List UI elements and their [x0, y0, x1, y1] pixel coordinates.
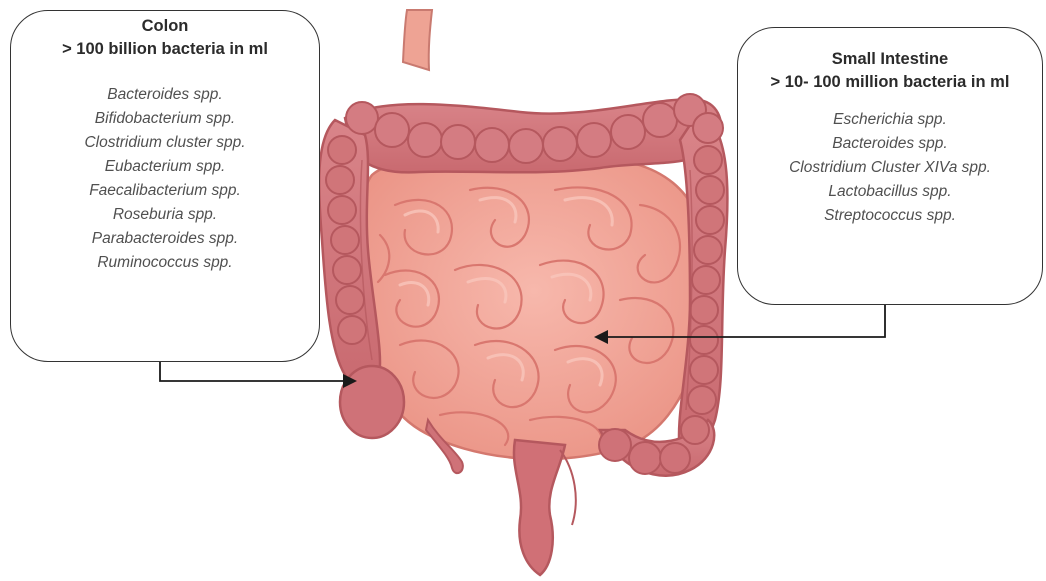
small-intestine-bacteria-list: Escherichia spp. Bacteroides spp. Clostr… — [738, 108, 1042, 228]
list-item: Roseburia spp. — [11, 203, 319, 227]
small-intestine — [362, 153, 706, 459]
colon-callout: Colon > 100 billion bacteria in ml Bacte… — [10, 10, 320, 362]
list-item: Parabacteroides spp. — [11, 227, 319, 251]
list-item: Eubacterium spp. — [11, 155, 319, 179]
list-item: Escherichia spp. — [738, 108, 1042, 132]
small-intestine-callout: Small Intestine > 10- 100 million bacter… — [737, 27, 1043, 305]
small-intestine-title: Small Intestine — [738, 48, 1042, 71]
list-item: Lactobacillus spp. — [738, 180, 1042, 204]
list-item: Bifidobacterium spp. — [11, 107, 319, 131]
list-item: Bacteroides spp. — [738, 132, 1042, 156]
list-item: Clostridium cluster spp. — [11, 131, 319, 155]
colon-bacteria-list: Bacteroides spp. Bifidobacterium spp. Cl… — [11, 83, 319, 275]
list-item: Faecalibacterium spp. — [11, 179, 319, 203]
small-intestine-bacteria-count: > 10- 100 million bacteria in ml — [738, 71, 1042, 94]
colon-bacteria-count: > 100 billion bacteria in ml — [11, 38, 319, 61]
list-item: Bacteroides spp. — [11, 83, 319, 107]
upper-tube — [403, 10, 432, 70]
colon-title: Colon — [11, 15, 319, 38]
list-item: Clostridium Cluster XIVa spp. — [738, 156, 1042, 180]
colon-pointer-arrow — [160, 362, 345, 381]
list-item: Ruminococcus spp. — [11, 251, 319, 275]
list-item: Streptococcus spp. — [738, 204, 1042, 228]
